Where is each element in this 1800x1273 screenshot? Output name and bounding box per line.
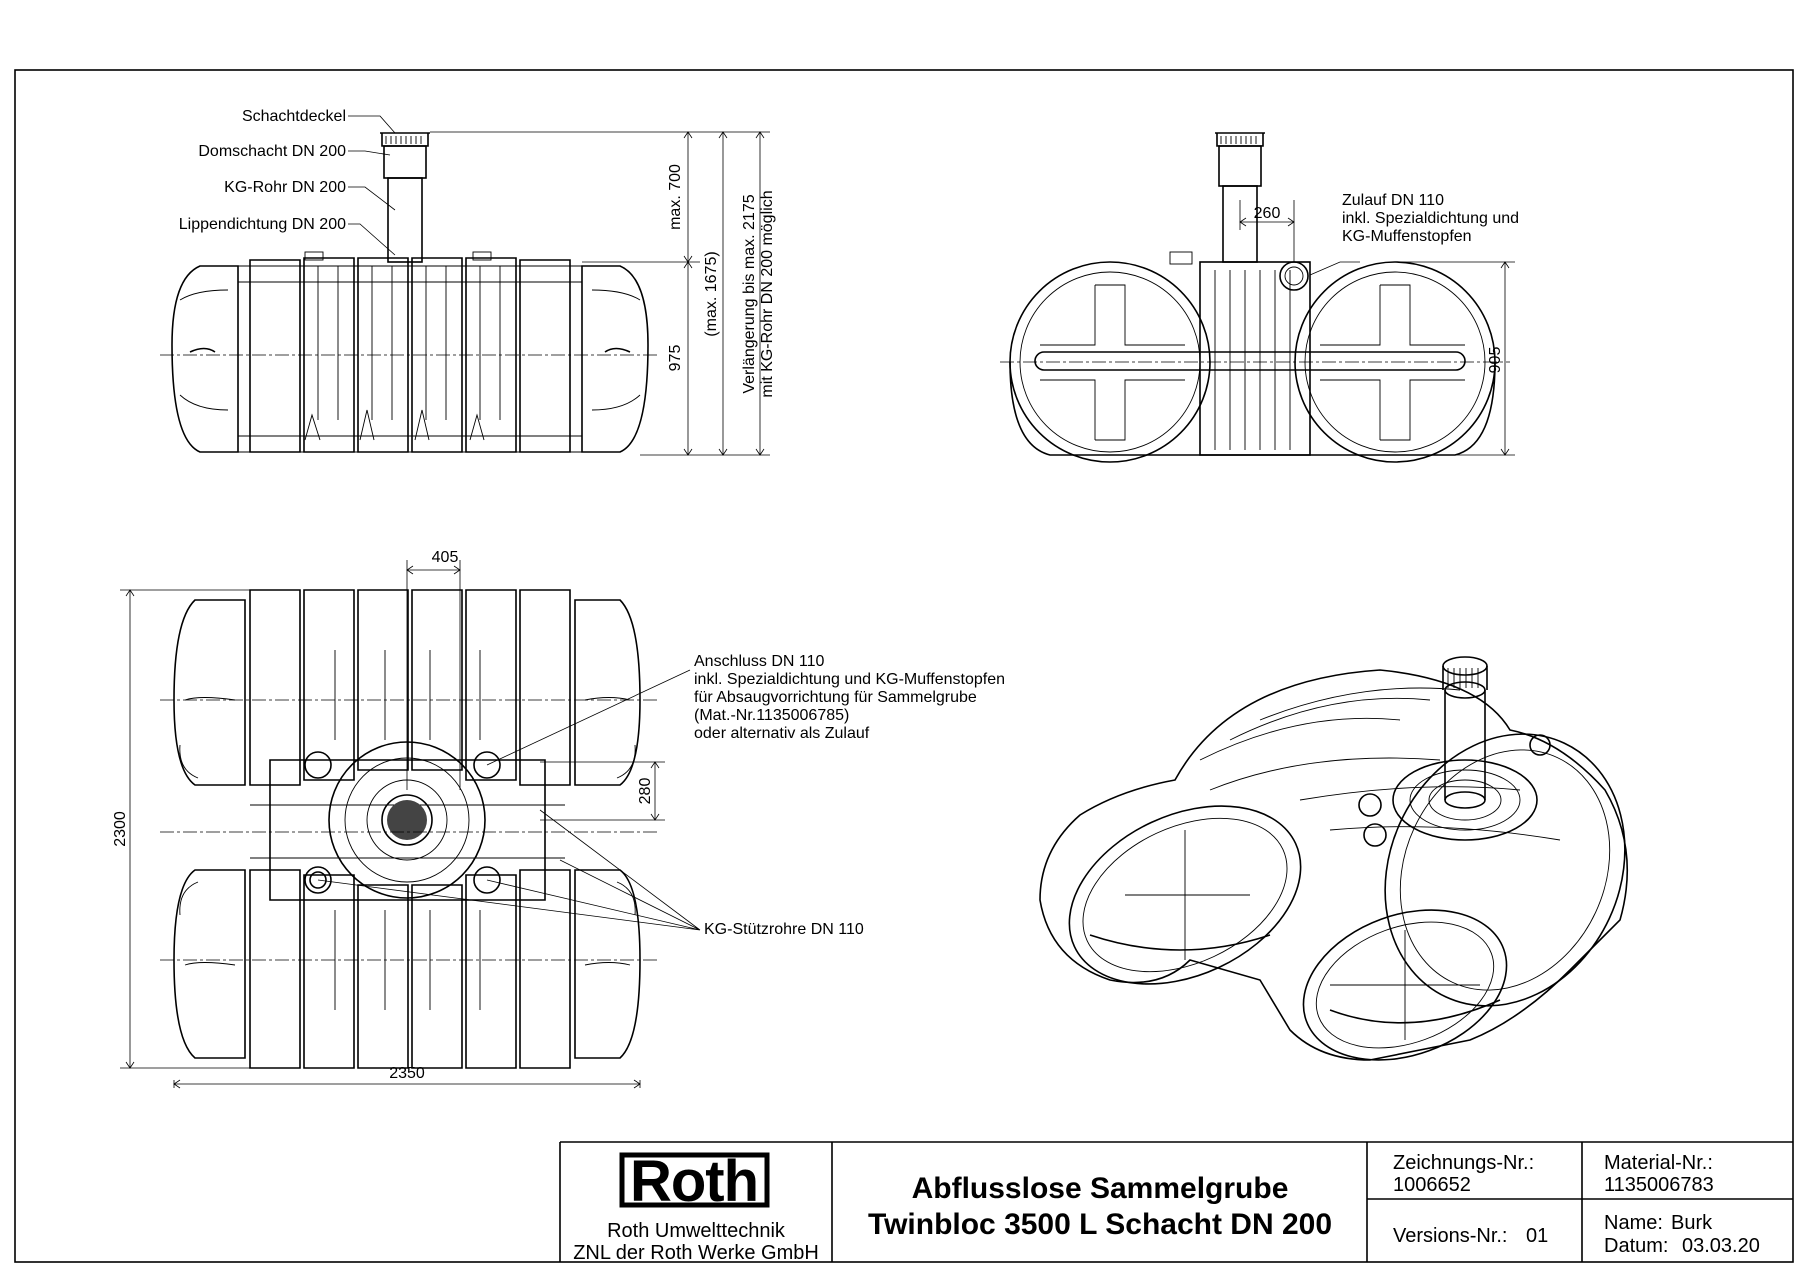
version-label: Versions-Nr.: [1393,1225,1507,1247]
name-value: Burk [1671,1212,1713,1234]
label-anschluss-2: inkl. Spezialdichtung und KG-Muffenstopf… [694,671,1005,688]
title-block [559,1141,1793,1262]
material-number-label: Material-Nr.: [1604,1152,1713,1174]
dim-verlaengerung-2: mit KG-Rohr DN 200 möglich [759,190,776,397]
side-view [160,115,770,456]
label-domschacht: Domschacht DN 200 [198,143,346,160]
drawing-frame [14,69,1794,1263]
dim-405: 405 [432,549,459,566]
front-view [1000,132,1515,463]
dim-2350: 2350 [389,1065,425,1082]
dim-max1675: (max. 1675) [703,251,720,336]
top-view [120,560,701,1089]
dim-975: 975 [667,345,684,372]
drawing-title-1: Abflusslose Sammelgrube [912,1172,1289,1205]
drawing-number: 1006652 [1393,1174,1471,1196]
material-number: 1135006783 [1604,1174,1714,1196]
label-zulauf-3: KG-Muffenstopfen [1342,228,1472,245]
dim-verlaengerung-1: Verlängerung bis max. 2175 [741,194,758,393]
label-stuetzrohre: KG-Stützrohre DN 110 [704,921,864,938]
dim-2300: 2300 [112,811,129,847]
label-lippendichtung: Lippendichtung DN 200 [179,216,346,233]
label-zulauf-2: inkl. Spezialdichtung und [1342,210,1519,227]
name-label: Name: [1604,1212,1663,1234]
label-anschluss-3: für Absaugvorrichtung für Sammelgrube [694,689,977,706]
date-label: Datum: [1604,1235,1668,1257]
dim-905: 905 [1487,347,1504,374]
label-anschluss-4: (Mat.-Nr.1135006785) [694,707,849,724]
isometric-view [1039,656,1629,1061]
date-value: 03.03.20 [1682,1235,1760,1257]
label-anschluss-1: Anschluss DN 110 [694,653,825,670]
drawing-number-label: Zeichnungs-Nr.: [1393,1152,1534,1174]
version-number: 01 [1526,1225,1548,1247]
dim-260: 260 [1254,205,1281,222]
drawing-title-2: Twinbloc 3500 L Schacht DN 200 [868,1208,1332,1241]
company-line-2: ZNL der Roth Werke GmbH [573,1242,819,1264]
label-zulauf-1: Zulauf DN 110 [1342,192,1444,209]
dim-max700: max. 700 [667,164,684,230]
label-kg-rohr: KG-Rohr DN 200 [224,179,346,196]
company-line-1: Roth Umwelttechnik [607,1220,786,1242]
label-anschluss-5: oder alternativ als Zulauf [694,725,870,742]
dim-280: 280 [637,778,654,805]
label-schachtdeckel: Schachtdeckel [242,108,346,125]
roth-logo: Roth [630,1149,758,1214]
